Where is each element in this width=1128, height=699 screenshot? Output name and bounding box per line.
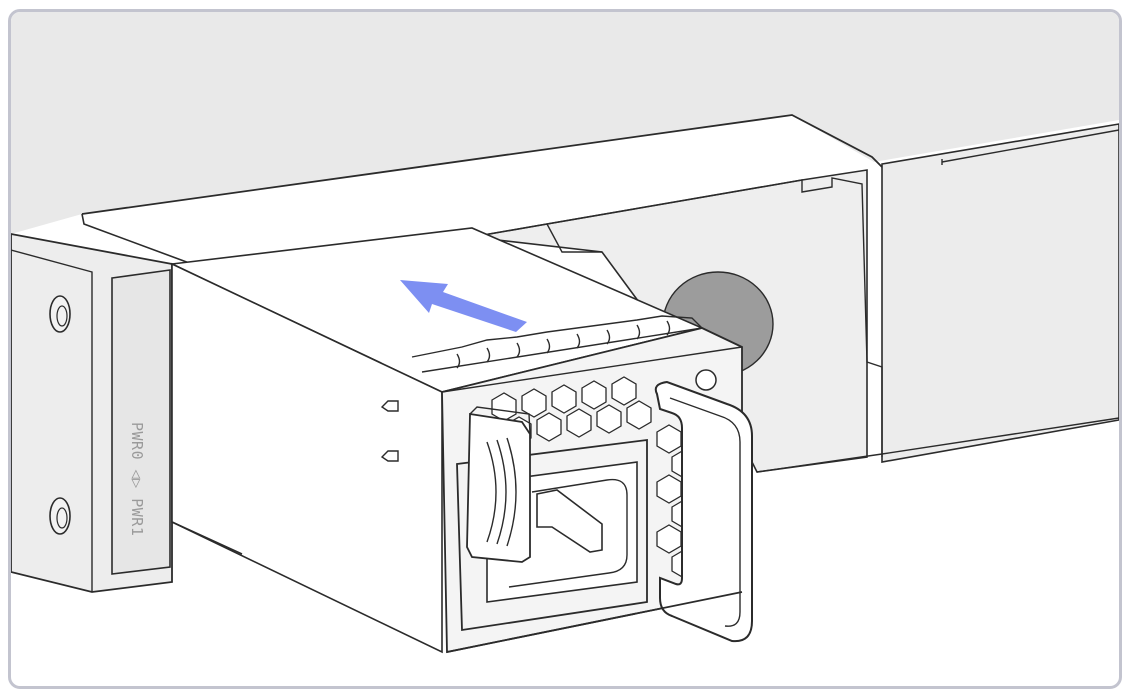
- psu-side-face: [171, 262, 443, 654]
- psu-grip-ridges: [411, 315, 703, 373]
- status-led: [695, 369, 717, 391]
- slot-label: PWR0 ◁▷ PWR1: [128, 422, 146, 536]
- chassis-right-body: [881, 123, 1119, 463]
- latch-tongue: [536, 489, 603, 553]
- psu-handle: [654, 380, 753, 643]
- chassis-top-surface: [11, 12, 1119, 234]
- insert-direction-arrow: [400, 280, 527, 332]
- psu-installation-diagram: PWR0 ◁▷ PWR1: [11, 12, 1119, 654]
- illustration-frame: PWR0 ◁▷ PWR1: [8, 9, 1122, 689]
- release-latch: [466, 412, 531, 563]
- chassis-lid-edge: [81, 114, 883, 215]
- front-label-panel: [111, 269, 171, 575]
